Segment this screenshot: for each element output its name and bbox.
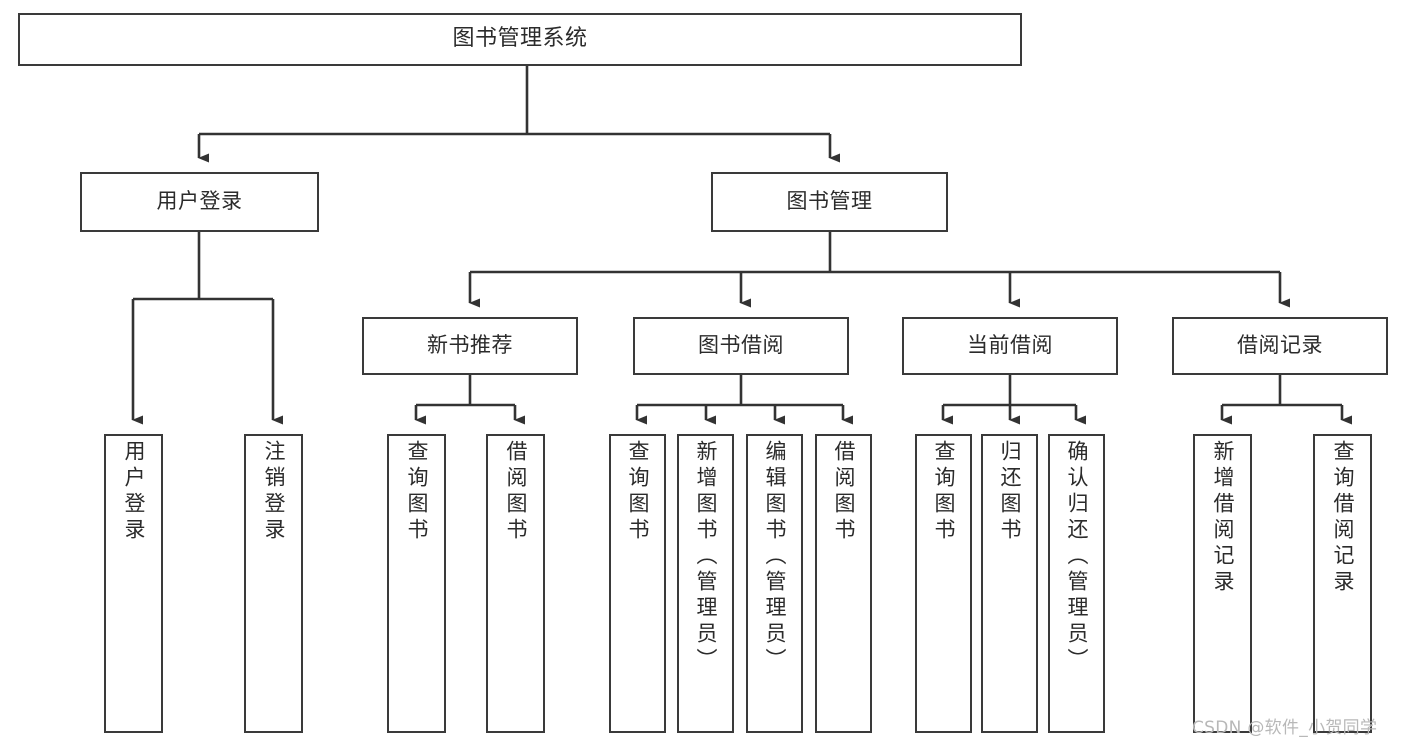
connector-group-root [197,66,840,163]
connector-group-user-login [131,232,283,425]
node-label-leaf-borrow-book: 借阅图书 [832,440,856,544]
node-leaf-logout[interactable]: 注销登录 [244,434,303,733]
node-label-leaf-user-login: 用户登录 [122,440,146,544]
node-label-user-login: 用户登录 [156,189,243,214]
node-label-leaf-query-book-recommend: 查询图书 [405,440,429,544]
node-label-leaf-borrow-book-recommend: 借阅图书 [504,440,528,544]
node-label-book-borrow: 图书借阅 [698,333,784,358]
node-leaf-query-book-borrow[interactable]: 查询图书 [609,434,666,733]
node-leaf-edit-book-admin[interactable]: 编辑图书（管理员） [746,434,803,733]
node-label-leaf-confirm-return-admin: 确认归还（管理员） [1065,440,1089,674]
node-label-leaf-add-book-admin: 新增图书（管理员） [694,440,718,674]
node-book-borrow[interactable]: 图书借阅 [633,317,849,375]
node-label-leaf-edit-book-admin: 编辑图书（管理员） [763,440,787,674]
node-root-system[interactable]: 图书管理系统 [18,13,1022,66]
node-label-leaf-add-borrow-record: 新增借阅记录 [1211,440,1235,596]
node-label-leaf-return-book: 归还图书 [998,440,1022,544]
node-leaf-return-book[interactable]: 归还图书 [981,434,1038,733]
connector-group-new-book [414,375,525,425]
node-current-borrow[interactable]: 当前借阅 [902,317,1118,375]
node-label-book-management: 图书管理 [786,189,873,214]
node-label-root: 图书管理系统 [452,26,588,52]
connector-group-records [1220,375,1352,425]
node-label-borrow-records: 借阅记录 [1237,333,1323,358]
node-label-leaf-query-borrow-record: 查询借阅记录 [1331,440,1355,596]
connector-group-current-borrow [941,375,1086,425]
node-label-leaf-query-book-borrow: 查询图书 [626,440,650,544]
node-leaf-query-book-recommend[interactable]: 查询图书 [387,434,446,733]
connector-group-book-mgmt [468,232,1290,308]
connector-group-borrow [635,375,853,425]
node-user-login[interactable]: 用户登录 [80,172,319,232]
node-leaf-borrow-book[interactable]: 借阅图书 [815,434,872,733]
node-book-management[interactable]: 图书管理 [711,172,948,232]
node-leaf-add-borrow-record[interactable]: 新增借阅记录 [1193,434,1252,733]
node-leaf-confirm-return-admin[interactable]: 确认归还（管理员） [1048,434,1105,733]
node-borrow-records[interactable]: 借阅记录 [1172,317,1388,375]
node-label-new-book-recommend: 新书推荐 [427,333,513,358]
node-leaf-add-book-admin[interactable]: 新增图书（管理员） [677,434,734,733]
node-new-book-recommend[interactable]: 新书推荐 [362,317,578,375]
node-leaf-query-book-current[interactable]: 查询图书 [915,434,972,733]
node-label-leaf-logout: 注销登录 [262,440,286,544]
node-leaf-query-borrow-record[interactable]: 查询借阅记录 [1313,434,1372,733]
node-leaf-borrow-book-recommend[interactable]: 借阅图书 [486,434,545,733]
node-label-leaf-query-book-current: 查询图书 [932,440,956,544]
node-label-current-borrow: 当前借阅 [967,333,1053,358]
node-leaf-user-login[interactable]: 用户登录 [104,434,163,733]
